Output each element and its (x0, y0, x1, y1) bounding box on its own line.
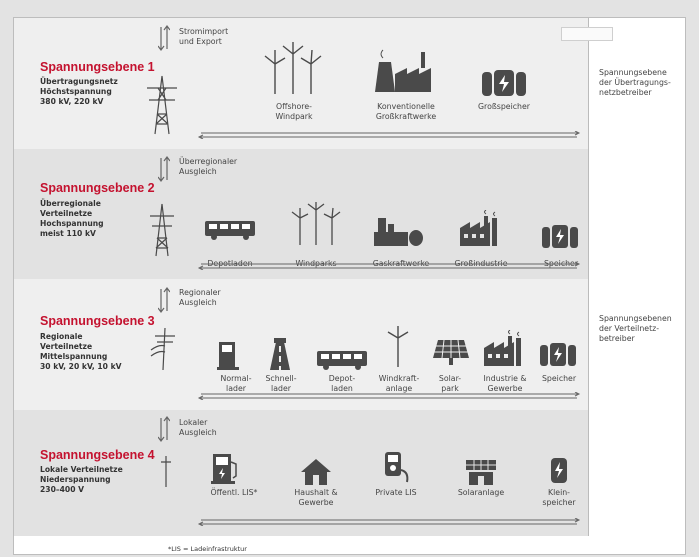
wind-turbines-icon (290, 202, 342, 246)
battery-storage-icon (481, 68, 527, 98)
wind-turbine-label: Windkraft-anlage (378, 374, 420, 393)
gas-plant-icon (372, 216, 424, 248)
bus-icon (316, 350, 368, 370)
household-label: Haushalt &Gewerbe (294, 488, 338, 507)
bus-icon (204, 220, 256, 240)
solar-system-label: Solaranlage (457, 488, 505, 497)
footnote: *LIS = Ladeinfrastruktur (168, 545, 247, 553)
battery-storage-icon (539, 342, 577, 368)
offshore-windpark-label: Offshore-Windpark (275, 102, 313, 121)
normal-charger-label: Normal-lader (220, 374, 252, 393)
level-2-band (14, 149, 588, 279)
fast-charger-icon (266, 336, 294, 372)
public-charging-label: Öffentl. LIS* (210, 488, 258, 497)
level-1-title: Spannungsebene 1 (40, 60, 155, 74)
solar-park-label: Solar-park (438, 374, 462, 393)
level-1-band (14, 18, 588, 149)
factory-icon (482, 330, 526, 368)
low-voltage-pole-icon (159, 454, 173, 488)
private-charging-label: Private LIS (375, 488, 417, 497)
exchange-arrows-icon (158, 287, 170, 313)
transmission-pylon-icon (147, 202, 177, 258)
industry-label: Industrie &Gewerbe (483, 374, 527, 393)
storage-label-3: Speicher (541, 374, 577, 383)
depot-charging-label-3: Depot-laden (328, 374, 356, 393)
level-2-flow-arrows (197, 262, 581, 270)
factory-icon (458, 210, 502, 248)
small-battery-icon (550, 456, 568, 484)
level-4-title: Spannungsebene 4 (40, 448, 155, 462)
charger-icon (217, 340, 239, 370)
operator-divider (588, 18, 589, 536)
house-icon (300, 458, 332, 486)
power-plant-icon (373, 48, 435, 94)
solar-roof-icon (464, 458, 498, 486)
exchange-arrows-icon (158, 25, 170, 51)
distribution-pole-icon (149, 326, 179, 372)
large-storage-label: Großspeicher (478, 102, 530, 111)
wallbox-icon (383, 450, 413, 484)
wind-turbine-icon (385, 324, 411, 368)
level-2-title: Spannungsebene 2 (40, 181, 155, 195)
corner-tab (561, 27, 613, 41)
charging-station-icon (211, 452, 239, 484)
battery-storage-icon (541, 224, 579, 250)
transmission-pylon-icon (145, 74, 179, 136)
exchange-arrows-icon (158, 156, 170, 182)
small-storage-label: Klein-speicher (542, 488, 576, 507)
level-3-title: Spannungsebene 3 (40, 314, 155, 328)
solar-panel-icon (432, 338, 470, 366)
wind-turbines-icon (261, 42, 327, 96)
level-3-flow-arrows (197, 392, 581, 400)
level-4-flow-arrows (197, 518, 581, 526)
level-1-flow-arrows (197, 131, 581, 139)
exchange-arrows-icon (158, 416, 170, 442)
fast-charger-label: Schnell-lader (265, 374, 297, 393)
